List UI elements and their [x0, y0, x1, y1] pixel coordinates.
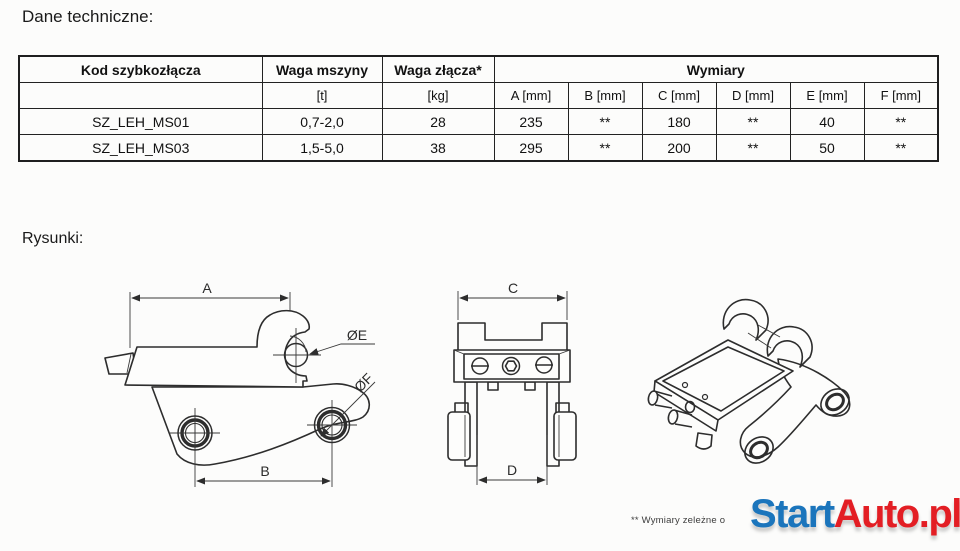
- latch-tab: [487, 381, 499, 391]
- front-bar: [453, 349, 571, 383]
- dim-label-e: ØE: [347, 327, 367, 343]
- cell-dim-d: **: [715, 108, 791, 135]
- cell-dim-a: 295: [493, 134, 569, 162]
- cell-dim-f: **: [863, 108, 939, 135]
- dim-label-b: B: [260, 463, 269, 479]
- startauto-logo: StartAuto.pl: [742, 492, 960, 538]
- dim-label-d: D: [507, 462, 517, 478]
- iso-pin-1: [647, 390, 673, 409]
- cell-dim-f: **: [863, 134, 939, 162]
- iso-bushing-lower: [744, 436, 774, 464]
- iso-foot: [695, 432, 713, 450]
- cell-code: SZ_LEH_MS01: [18, 108, 263, 135]
- header-code: Kod szybkozłącza: [18, 55, 263, 83]
- iso-hole: [681, 381, 689, 389]
- cell-dim-b: **: [567, 134, 643, 162]
- iso-hook-1: [722, 298, 769, 341]
- header-machine-weight: Waga mszyny: [261, 55, 383, 83]
- dimension-b: B: [196, 463, 331, 485]
- right-leg: [546, 381, 577, 467]
- table-units-row: [t] [kg] A [mm] B [mm] C [mm] D [mm] E […: [18, 82, 939, 109]
- iso-arm: [739, 358, 851, 458]
- table-row: SZ_LEH_MS03 1,5-5,0 38 295 ** 200 ** 50 …: [18, 134, 939, 162]
- dimension-d: D: [476, 435, 548, 485]
- cell-dim-c: 180: [641, 108, 717, 135]
- cell-dim-a: 235: [493, 108, 569, 135]
- cell-code: SZ_LEH_MS03: [18, 134, 263, 162]
- units-dim-e: E [mm]: [789, 82, 865, 109]
- units-machine-weight: [t]: [261, 82, 383, 109]
- cell-dim-e: 40: [789, 108, 865, 135]
- header-coupler-weight: Waga złącza*: [381, 55, 495, 83]
- footnote: ** Wymiary zeleżne o: [631, 515, 726, 526]
- hex-bolt: [501, 356, 521, 376]
- units-coupler-weight: [kg]: [381, 82, 495, 109]
- dimension-e: ØE: [289, 327, 375, 355]
- dim-label-c: C: [508, 280, 518, 296]
- mount-ears: [457, 322, 568, 350]
- logo-text-start: Start: [750, 492, 835, 536]
- left-pin-bushing: [170, 408, 220, 487]
- cell-dim-e: 50: [789, 134, 865, 162]
- header-dimensions: Wymiary: [493, 55, 939, 83]
- cell-coupler-weight: 28: [381, 108, 495, 135]
- top-plate-hook: [124, 309, 311, 388]
- latch-tab: [524, 381, 536, 391]
- table-row: SZ_LEH_MS01 0,7-2,0 28 235 ** 180 ** 40 …: [18, 108, 939, 135]
- units-dim-f: F [mm]: [863, 82, 939, 109]
- isometric-drawing: [647, 298, 851, 464]
- cell-dim-d: **: [715, 134, 791, 162]
- iso-pin-2: [667, 409, 693, 428]
- cell-machine-weight: 0,7-2,0: [261, 108, 383, 135]
- iso-face-hole: [684, 400, 696, 414]
- left-leg: [447, 381, 478, 467]
- dimension-c: C: [457, 280, 568, 320]
- iso-hole: [701, 393, 709, 401]
- units-dim-a: A [mm]: [493, 82, 569, 109]
- page-title: Dane techniczne:: [22, 7, 154, 26]
- technical-data-table: Kod szybkozłącza Waga mszyny Waga złącza…: [18, 55, 940, 162]
- iso-bushing-upper: [820, 388, 850, 416]
- cell-machine-weight: 1,5-5,0: [261, 134, 383, 162]
- units-dim-b: B [mm]: [567, 82, 643, 109]
- side-view-drawing: A ØE ØF B: [104, 280, 376, 487]
- logo-text-auto: Auto.pl: [833, 492, 960, 536]
- iso-hook-2: [766, 325, 813, 368]
- cell-coupler-weight: 38: [381, 134, 495, 162]
- cell-dim-c: 200: [641, 134, 717, 162]
- units-dim-c: C [mm]: [641, 82, 717, 109]
- front-view-drawing: C D: [447, 280, 577, 485]
- units-code: [18, 82, 263, 109]
- units-dim-d: D [mm]: [715, 82, 791, 109]
- table-header-row: Kod szybkozłącza Waga mszyny Waga złącza…: [18, 55, 939, 83]
- cell-dim-b: **: [567, 108, 643, 135]
- dim-label-a: A: [202, 280, 212, 296]
- drawings-heading: Rysunki:: [22, 230, 84, 247]
